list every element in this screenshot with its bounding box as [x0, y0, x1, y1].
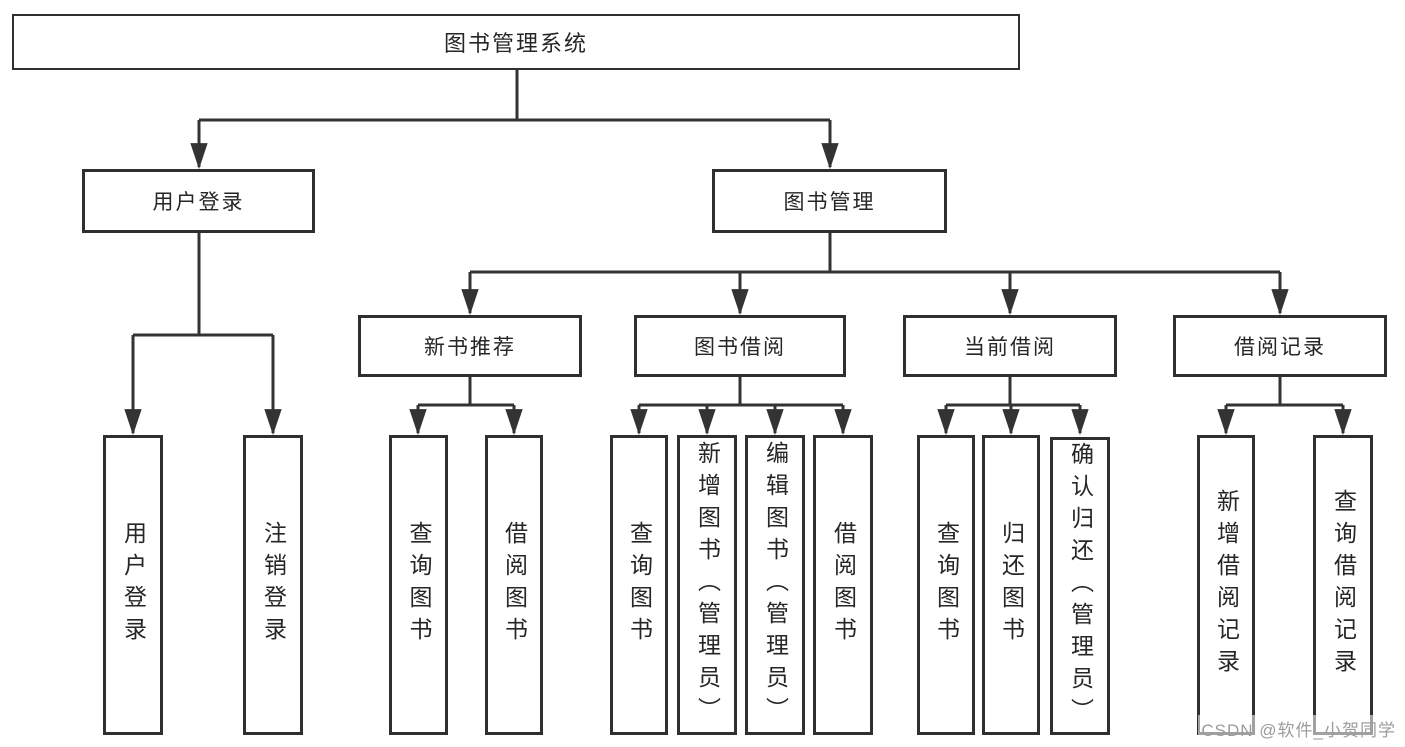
leaf-query-books-current-label: 查询图书: [933, 521, 960, 649]
node-library-management-system: 图书管理系统: [12, 14, 1020, 70]
connector-current-borrowing-to-leaves: [937, 377, 1089, 436]
leaf-add-books-admin: 新增图书（管理员）: [677, 435, 737, 735]
leaf-user-login-label: 用户登录: [120, 521, 147, 649]
leaf-query-books-recommend: 查询图书: [389, 435, 448, 735]
connector-new-book-recommendation-to-leaves: [409, 377, 523, 436]
leaf-user-login: 用户登录: [103, 435, 163, 735]
connector-book-management-to-level3: [461, 233, 1289, 316]
leaf-add-books-admin-label: 新增图书（管理员）: [694, 441, 721, 729]
node-user-login: 用户登录: [82, 169, 315, 233]
connector-book-borrowing-to-leaves: [630, 377, 852, 436]
leaf-confirm-return-admin-label: 确认归还（管理员）: [1067, 442, 1094, 730]
leaf-query-books-recommend-label: 查询图书: [406, 521, 432, 649]
node-book-borrowing: 图书借阅: [634, 315, 846, 377]
leaf-confirm-return-admin: 确认归还（管理员）: [1050, 437, 1110, 735]
leaf-query-borrow-record-label: 查询借阅记录: [1330, 489, 1357, 681]
leaf-edit-books-admin: 编辑图书（管理员）: [745, 435, 805, 735]
leaf-edit-books-admin-label: 编辑图书（管理员）: [762, 441, 789, 729]
leaf-return-books-label: 归还图书: [998, 521, 1025, 649]
connector-borrowing-records-to-leaves: [1217, 377, 1352, 436]
leaf-add-borrow-record: 新增借阅记录: [1197, 435, 1255, 735]
leaf-query-books-current: 查询图书: [917, 435, 975, 735]
leaf-query-borrow-record: 查询借阅记录: [1313, 435, 1373, 735]
node-book-management: 图书管理: [712, 169, 947, 233]
node-current-borrowing: 当前借阅: [903, 315, 1117, 377]
connector-user-login-to-leaves: [124, 233, 282, 436]
leaf-borrow-books-recommend: 借阅图书: [485, 435, 543, 735]
leaf-query-books-borrowing: 查询图书: [610, 435, 668, 735]
leaf-add-borrow-record-label: 新增借阅记录: [1213, 489, 1240, 681]
leaf-borrow-books-recommend-label: 借阅图书: [501, 521, 528, 649]
leaf-query-books-borrowing-label: 查询图书: [626, 521, 653, 649]
leaf-borrow-books: 借阅图书: [813, 435, 873, 735]
connector-root-to-level2: [190, 70, 839, 170]
leaf-logout-label: 注销登录: [260, 521, 287, 649]
csdn-watermark: CSDN @软件_小贺同学: [1198, 715, 1399, 742]
node-borrowing-records: 借阅记录: [1173, 315, 1387, 377]
leaf-return-books: 归还图书: [982, 435, 1040, 735]
leaf-borrow-books-label: 借阅图书: [830, 521, 857, 649]
leaf-logout: 注销登录: [243, 435, 303, 735]
node-new-book-recommendation: 新书推荐: [358, 315, 582, 377]
